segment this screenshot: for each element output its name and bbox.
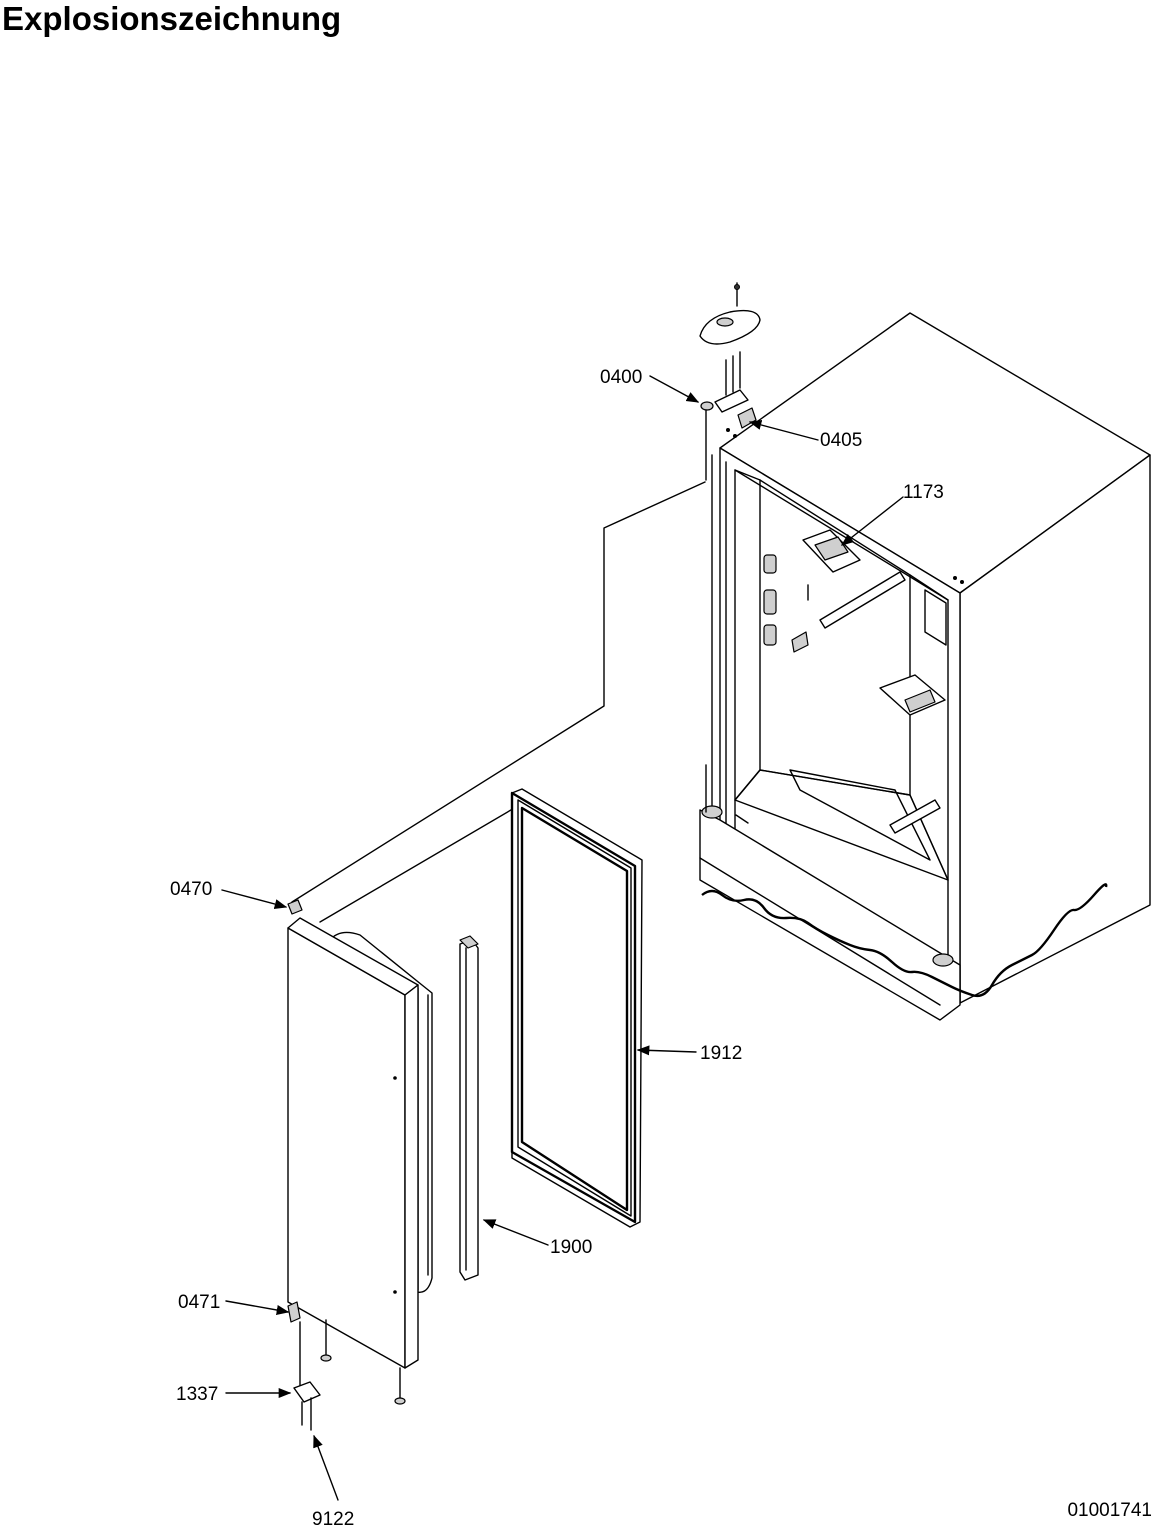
callout-label: 0405 [820,430,862,451]
callout-label: 9122 [312,1509,354,1528]
bushing-0471 [287,1301,301,1323]
callout-1900: 1900 [482,1219,592,1258]
door-panel [287,927,406,1369]
refrigerator-door [287,899,433,1431]
upper-hinge-assembly [699,282,761,481]
refrigerator-cabinet [699,312,1151,1021]
callout-label: 0471 [178,1292,220,1313]
door-gasket-1912 [510,788,643,1228]
callout-label: 1900 [550,1237,592,1258]
callout-1173: 1173 [841,482,944,546]
document-number: 01001741 [1067,1500,1152,1521]
callout-1337: 1337 [176,1384,292,1405]
callout-label: 0400 [600,367,642,388]
callout-0470: 0470 [170,879,288,909]
hinge-cover [699,309,761,345]
lower-hinge-1337 [293,1381,321,1403]
callout-0405: 0405 [748,420,862,451]
callout-label: 1912 [700,1043,742,1064]
callout-1912: 1912 [636,1043,742,1064]
door-handle-1900 [459,935,479,1281]
callout-9122: 9122 [312,1434,354,1528]
bushing-0470 [287,899,303,915]
cabinet-break-line [701,883,1108,998]
projection-lines [291,481,706,923]
callout-0471: 0471 [178,1292,290,1315]
page-title: Explosionszeichnung [2,0,342,37]
callout-label: 0470 [170,879,212,900]
callout-label: 1173 [903,482,944,503]
callout-0400: 0400 [600,367,700,403]
callout-label: 1337 [176,1384,218,1405]
